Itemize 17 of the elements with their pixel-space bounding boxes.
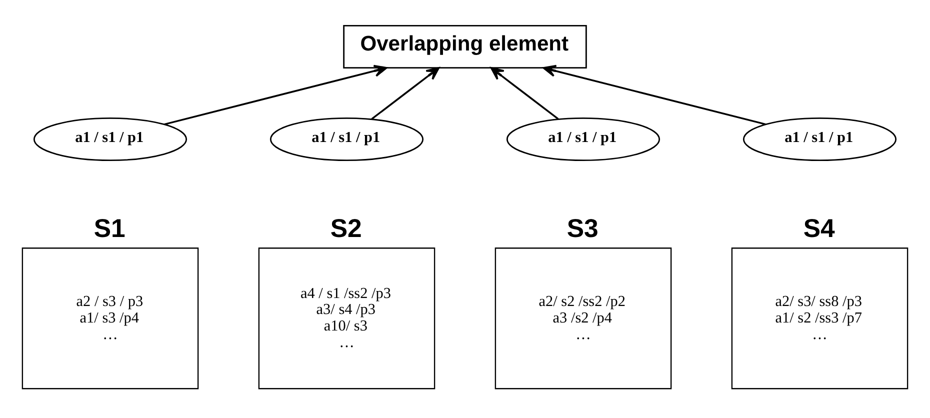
node-box: a2 / s3 / p3 a1/ s3 /p4 …	[22, 247, 199, 389]
arrow	[164, 64, 388, 125]
node-label: S3	[566, 214, 598, 243]
node-box: a2/ s2 /ss2 /p2 a3 /s2 /p4 …	[494, 247, 672, 389]
node-box: a4 / s1 /ss2 /p3 a3/ s4 /p3 a10/ s3 …	[258, 247, 436, 389]
node-box: Overlapping element	[343, 24, 587, 68]
arrow	[371, 66, 440, 120]
arrow	[490, 66, 559, 120]
node-box: a2/ s3/ ss8 /p3 a1/ s2 /ss3 /p7 …	[731, 247, 908, 389]
node-ellipse: a1 / s1 / p1	[742, 116, 897, 161]
node-ellipse: a1 / s1 / p1	[33, 116, 188, 161]
node-label: S2	[330, 214, 362, 243]
node-label: S1	[94, 214, 126, 243]
node-label: S4	[803, 214, 835, 243]
arrow	[542, 64, 766, 125]
node-ellipse: a1 / s1 / p1	[506, 116, 660, 161]
node-ellipse: a1 / s1 / p1	[270, 116, 424, 161]
